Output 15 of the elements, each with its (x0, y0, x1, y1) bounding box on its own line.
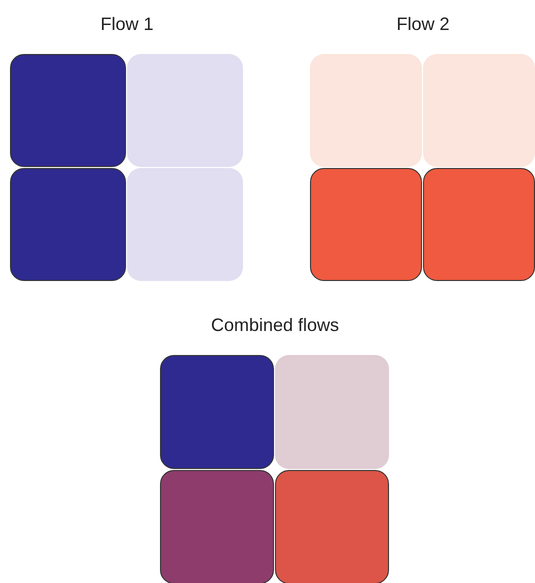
square-tile (310, 54, 422, 167)
group-title: Flow 1 (100, 14, 154, 35)
square-tile (127, 168, 243, 281)
square-tile (275, 470, 389, 583)
group-title: Combined flows (210, 315, 340, 336)
square-tile (10, 168, 126, 281)
square-tile (160, 470, 274, 583)
square-tile (127, 54, 243, 167)
square-tile (10, 54, 126, 167)
square-tile (160, 355, 274, 469)
square-tile (423, 168, 535, 281)
square-tile (275, 355, 389, 469)
square-tile (423, 54, 535, 167)
group-title: Flow 2 (396, 14, 450, 35)
square-tile (310, 168, 422, 281)
